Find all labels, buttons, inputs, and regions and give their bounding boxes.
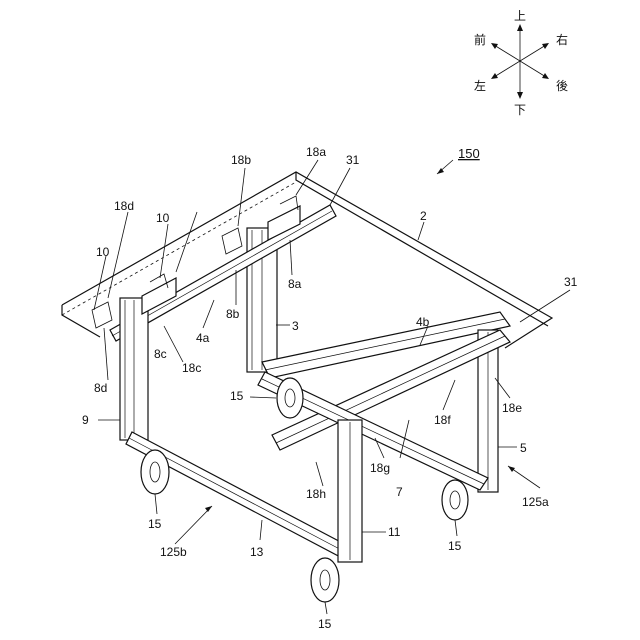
label-18a: 18a	[306, 145, 326, 159]
label-caster-right: 15	[448, 539, 462, 553]
compass-right-label: 右	[556, 32, 568, 47]
caster-front	[311, 558, 339, 602]
label-assembly: 150	[458, 146, 480, 161]
label-post-9: 9	[82, 413, 89, 427]
label-bolt-top: 31	[346, 153, 360, 167]
compass-up-label: 上	[514, 9, 526, 23]
label-caster-rear: 15	[230, 389, 244, 403]
label-18b: 18b	[231, 153, 251, 167]
label-post-11: 11	[388, 525, 401, 539]
label-18h: 18h	[306, 487, 326, 501]
label-8b: 8b	[226, 307, 240, 321]
label-8c: 8c	[154, 347, 167, 361]
label-clamp-10b: 10	[96, 245, 110, 259]
label-caster-front: 15	[318, 617, 332, 631]
label-plate: 2	[420, 209, 427, 223]
label-125a: 125a	[522, 495, 549, 509]
caster-left	[141, 450, 169, 494]
label-beam-4a: 4a	[196, 331, 210, 345]
label-caster-left: 15	[148, 517, 162, 531]
compass-back-label: 後	[556, 79, 568, 93]
left-post	[120, 298, 148, 440]
direction-compass: 上 下 前 右 左 後	[474, 9, 568, 117]
compass-down-label: 下	[514, 103, 526, 117]
label-beam-13: 13	[250, 545, 264, 559]
label-125b: 125b	[160, 545, 187, 559]
label-18f: 18f	[434, 413, 451, 427]
caster-rear	[277, 378, 303, 418]
label-post-3: 3	[292, 319, 299, 333]
label-18g: 18g	[370, 461, 390, 475]
label-18e: 18e	[502, 401, 522, 415]
compass-front-label: 前	[474, 32, 486, 47]
label-post-5: 5	[520, 441, 527, 455]
compass-left-label: 左	[474, 78, 486, 93]
label-8a: 8a	[288, 277, 302, 291]
label-beam-7: 7	[396, 485, 403, 499]
label-18d: 18d	[114, 199, 134, 213]
label-clamp-10a: 10	[156, 211, 170, 225]
label-18c: 18c	[182, 361, 201, 375]
label-bolt-right: 31	[564, 275, 578, 289]
label-beam-4b: 4b	[416, 315, 430, 329]
clamp-8b	[222, 228, 242, 254]
front-post	[338, 420, 362, 562]
label-8d: 8d	[94, 381, 107, 395]
caster-right	[442, 480, 468, 520]
